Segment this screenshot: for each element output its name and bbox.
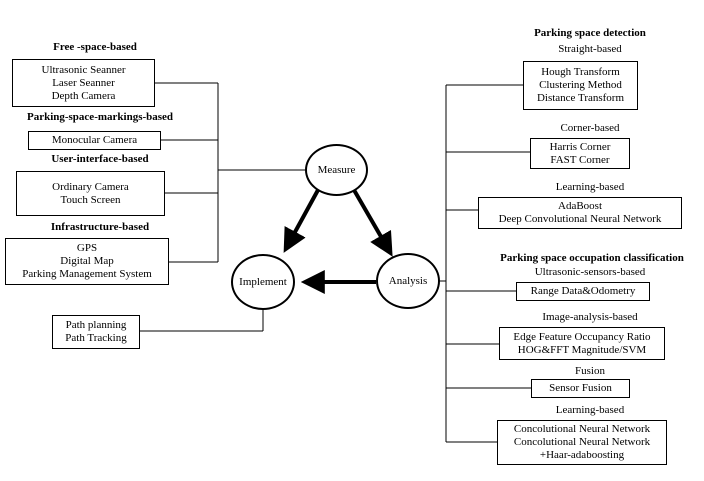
free-space-item: Ultrasonic Seanner [41,63,126,76]
learning-detection-item: Deep Convolutional Neural Network [498,213,662,225]
implement-node: Implement [231,254,295,310]
straight-item: Hough Transform [541,66,620,78]
learning-detection-item: AdaBoost [558,200,602,212]
user-interface-header: User-interface-based [51,153,149,165]
occupation-header: Parking space occupation classification [500,252,684,264]
learning-detection-label: Learning-based [555,181,625,193]
infrastructure-header: Infrastructure-based [50,221,150,233]
fusion-item: Sensor Fusion [549,382,612,394]
ultrasonic-label: Ultrasonic-sensors-based [534,266,646,278]
image-analysis-item: HOG&FFT Magnitude/SVM [517,343,647,356]
analysis-node: Analysis [376,253,440,309]
image-analysis-item: Edge Feature Occupancy Ratio [513,330,651,343]
infrastructure-item: GPS [76,242,98,254]
learning-occupation-item: Concolutional Neural Network [513,436,651,448]
path-box: Path planning Path Tracking [52,315,140,349]
straight-item: Distance Transform [536,92,625,104]
straight-item: Clustering Method [539,79,622,91]
infrastructure-item: Parking Management System [22,268,152,280]
straight-label: Straight-based [558,43,622,55]
image-analysis-box: Edge Feature Occupancy Ratio HOG&FFT Mag… [499,327,665,360]
image-analysis-label: Image-analysis-based [542,311,638,323]
free-space-header: Free -space-based [53,41,137,53]
user-interface-box: Ordinary Camera Touch Screen [16,171,165,216]
ultrasonic-box: Range Data&Odometry [516,282,650,301]
free-space-item: Depth Camera [51,89,116,102]
learning-occupation-box: Concolutional Neural Network Concolution… [497,420,667,465]
path-item: Path planning [65,319,127,331]
markings-box: Monocular Camera [28,131,161,150]
free-space-box: Ultrasonic Seanner Laser Seanner Depth C… [12,59,155,107]
corner-label: Corner-based [560,122,620,134]
detection-header: Parking space detection [534,27,646,39]
arrow-measure-implement [283,189,320,253]
corner-item: FAST Corner [550,153,610,166]
free-space-item: Laser Seanner [52,76,115,89]
arrow-measure-analysis [352,188,393,257]
learning-occupation-label: Learning-based [555,404,625,416]
learning-occupation-item: Concolutional Neural Network [513,423,651,435]
markings-item: Monocular Camera [51,134,138,146]
ultrasonic-item: Range Data&Odometry [530,285,636,297]
fusion-label: Fusion [575,365,605,377]
measure-node: Measure [305,144,368,196]
path-item: Path Tracking [65,332,127,344]
fusion-box: Sensor Fusion [531,379,630,398]
straight-box: Hough Transform Clustering Method Distan… [523,61,638,110]
corner-item: Harris Corner [549,140,611,153]
user-interface-item: Ordinary Camera [52,180,129,193]
infrastructure-box: GPS Digital Map Parking Management Syste… [5,238,169,285]
infrastructure-item: Digital Map [60,255,114,267]
corner-box: Harris Corner FAST Corner [530,138,630,169]
learning-occupation-item: +Haar-adaboosting [539,449,625,461]
learning-detection-box: AdaBoost Deep Convolutional Neural Netwo… [478,197,682,229]
user-interface-item: Touch Screen [60,193,121,206]
markings-header: Parking-space-markings-based [26,111,174,123]
